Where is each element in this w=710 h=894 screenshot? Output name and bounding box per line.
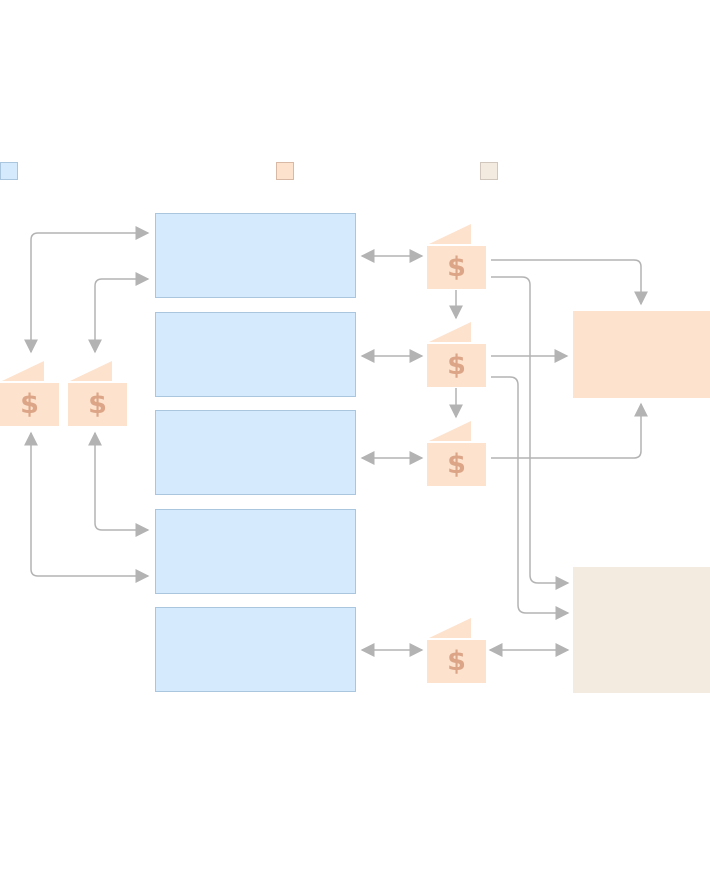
wallet-flap-icon [429, 618, 471, 638]
arrow-wallet3-to-target [491, 402, 648, 459]
target-box-secondary [573, 567, 710, 693]
arrow-left-wallet1-to-box4 [24, 431, 150, 583]
dollar-icon: $ [447, 646, 466, 677]
wallet-icon: $ [0, 361, 60, 427]
arrow-wallet1-to-target [491, 259, 648, 306]
wallet-icon: $ [427, 322, 487, 388]
arrow-left-wallet2-to-box4 [88, 431, 150, 537]
dollar-icon: $ [20, 389, 39, 420]
wallet-flap-icon [429, 322, 471, 342]
dollar-icon: $ [88, 389, 107, 420]
arrow-left-wallet2-to-box1 [88, 272, 150, 354]
wallet-flap-icon [429, 224, 471, 244]
internal-box-4 [155, 509, 356, 594]
legend-swatch-internal [0, 162, 18, 180]
internal-box-3 [155, 410, 356, 495]
dollar-icon: $ [447, 449, 466, 480]
wallet-flap-icon [70, 361, 112, 381]
internal-box-5 [155, 607, 356, 692]
internal-box-2 [155, 312, 356, 397]
arrow-wallet1-to-secondary [491, 276, 570, 590]
wallet-icon: $ [68, 361, 128, 427]
wallet-icon: $ [427, 421, 487, 487]
internal-box-1 [155, 213, 356, 298]
arrow-left-wallet1-to-box1 [24, 226, 150, 354]
wallet-icon: $ [427, 618, 487, 684]
target-box-primary [573, 311, 710, 398]
dollar-icon: $ [447, 252, 466, 283]
wallet-icon: $ [427, 224, 487, 290]
legend-swatch-external [480, 162, 498, 180]
arrow-wallet2-to-secondary [491, 376, 570, 620]
dollar-icon: $ [447, 350, 466, 381]
wallet-flap-icon [2, 361, 44, 381]
wallet-flap-icon [429, 421, 471, 441]
legend-swatch-wallet [276, 162, 294, 180]
